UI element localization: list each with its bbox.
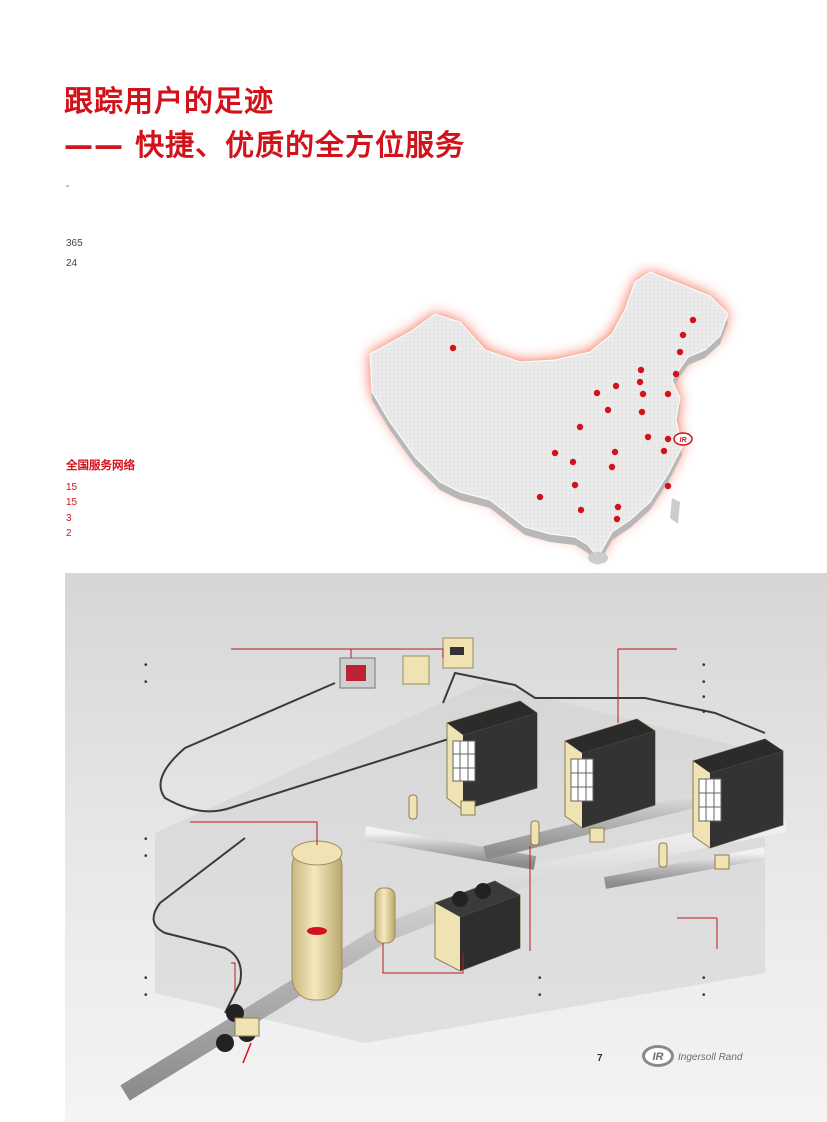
bullet-dryer-2: • (538, 990, 542, 1001)
page-subtitle: —— 快捷、优质的全方位服务 (64, 128, 466, 162)
ingersoll-rand-logo: IR Ingersoll Rand (641, 1043, 753, 1069)
bullet-comp-4: • (702, 707, 706, 718)
ir-location-mark: IR (673, 432, 693, 446)
control-panel-group (339, 637, 474, 689)
compressor-unit-1 (446, 700, 538, 811)
service-network-heading: 全国服务网络 (66, 458, 135, 472)
bullet-ctrl-1: • (144, 660, 148, 671)
compressor-unit-3 (692, 738, 784, 849)
bullet-tank-1: • (144, 834, 148, 845)
bullet-comp-3: • (702, 692, 706, 703)
page-title: 跟踪用户的足迹 (64, 84, 275, 118)
callout-lines (190, 648, 718, 993)
bullet-comp-1: • (702, 660, 706, 671)
svg-text:Ingersoll Rand: Ingersoll Rand (678, 1052, 743, 1063)
line-filters (408, 794, 730, 870)
network-value-1: 15 (66, 482, 78, 493)
svg-text:IR: IR (653, 1051, 664, 1063)
bullet-filter-2: • (702, 990, 706, 1001)
bullet-valve-2: • (144, 990, 148, 1001)
stat-365: 365 (66, 238, 83, 249)
network-value-4: 2 (66, 528, 72, 539)
bullet-comp-2: • (702, 677, 706, 688)
intro-dash: - (66, 181, 70, 192)
bullet-filter-1: • (702, 973, 706, 984)
bullet-tank-2: • (144, 851, 148, 862)
valve-assembly (216, 1004, 260, 1064)
china-service-map: IR (369, 271, 729, 565)
filter-vessel (374, 887, 396, 944)
bullet-ctrl-2: • (144, 677, 148, 688)
bullet-valve-1: • (144, 973, 148, 984)
network-value-3: 3 (66, 513, 72, 524)
air-dryer (434, 880, 521, 972)
compressor-unit-2 (564, 718, 656, 829)
air-receiver-tank (291, 840, 343, 1001)
service-location-dots (449, 316, 697, 523)
compressor-system-diagram (65, 573, 827, 1122)
svg-text:IR: IR (680, 437, 687, 444)
stat-24: 24 (66, 258, 78, 269)
bullet-dryer-1: • (538, 973, 542, 984)
network-value-2: 15 (66, 497, 78, 508)
page-number: 7 (597, 1053, 603, 1064)
